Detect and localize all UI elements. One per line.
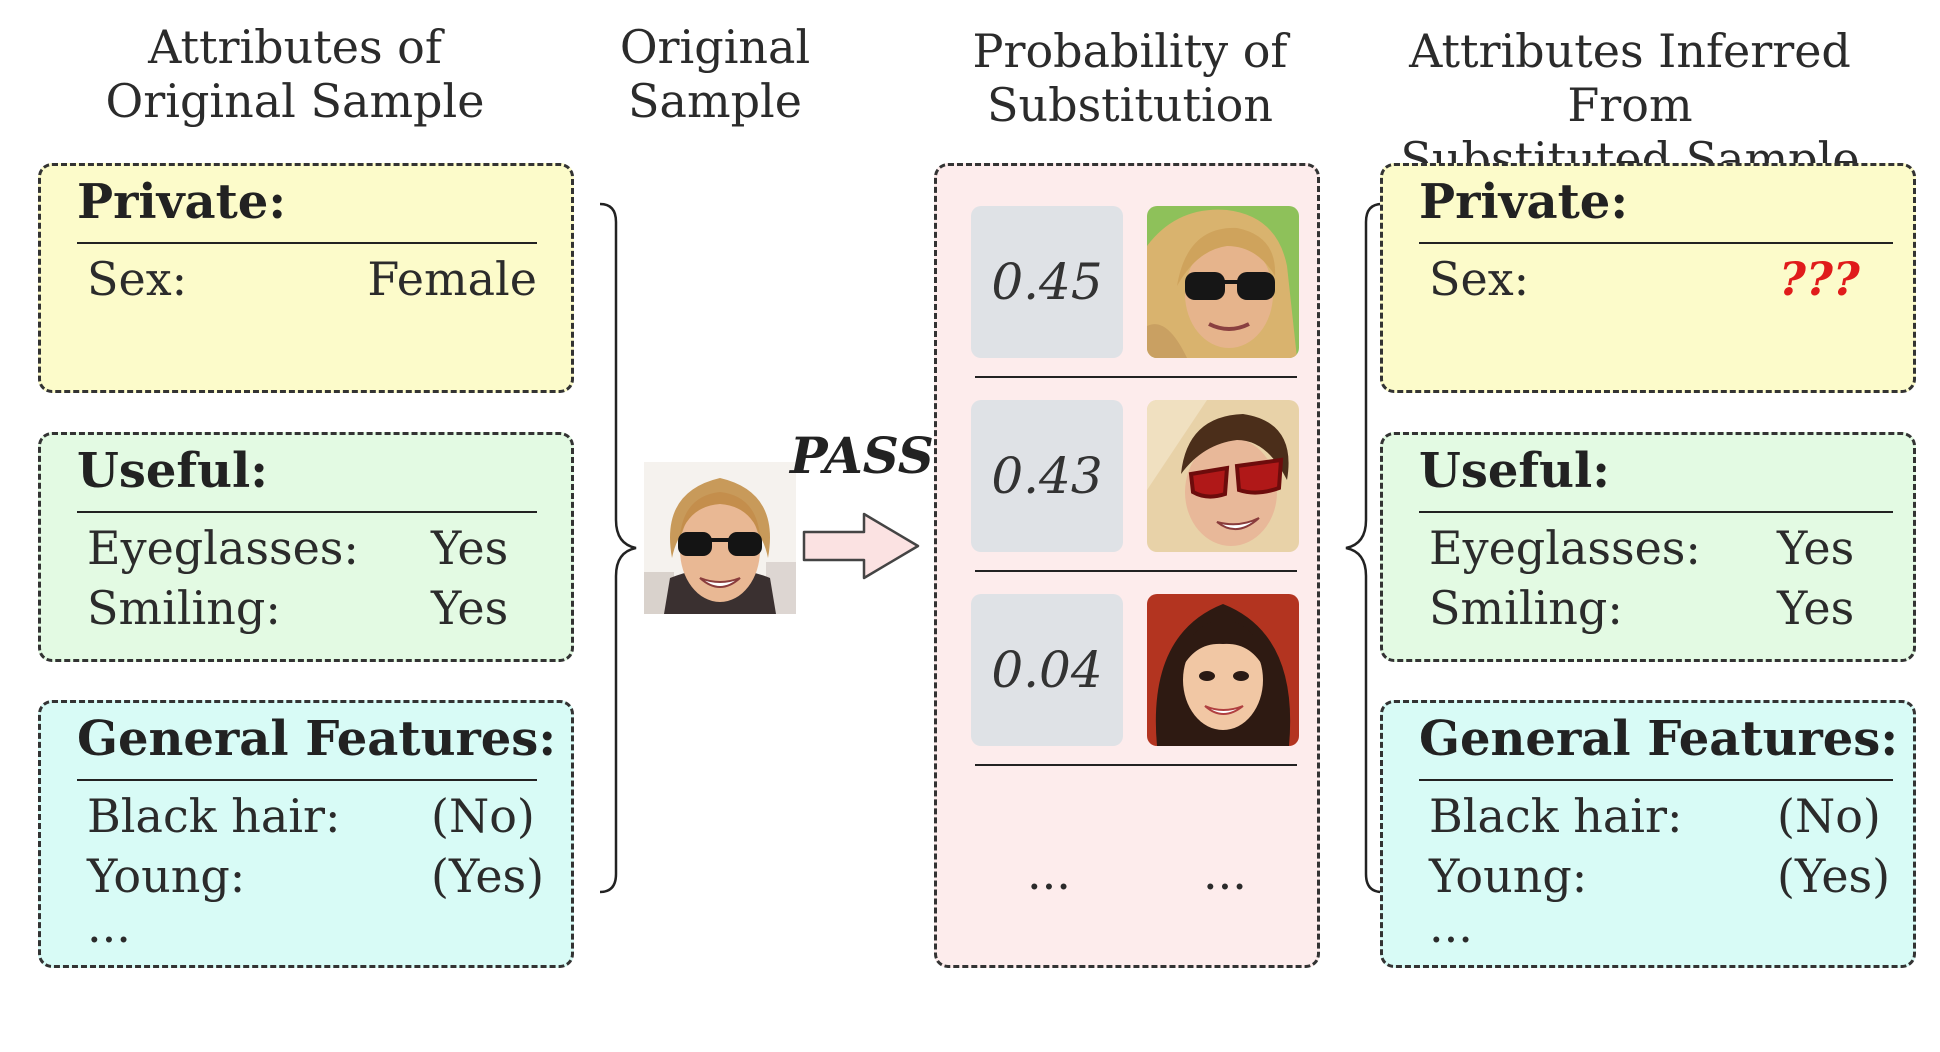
left-eyeglasses-label: Eyeglasses: [87,521,359,575]
left-useful-box: Useful: Eyeglasses: Yes Smiling: Yes [38,432,574,662]
divider [77,242,537,244]
left-eyeglasses-value: Yes [431,521,509,575]
right-brace [1345,202,1383,894]
right-black-hair-value: (No) [1777,789,1881,843]
right-useful-box: Useful: Eyeglasses: Yes Smiling: Yes [1380,432,1916,662]
substitute-face-image-1 [1147,206,1299,358]
right-useful-title: Useful: [1419,443,1610,499]
right-young-value: (Yes) [1777,849,1891,903]
left-useful-title: Useful: [77,443,268,499]
left-private-title: Private: [77,174,287,230]
divider [77,511,537,513]
header-original-sample: Original Sample [619,20,811,128]
right-black-hair-label: Black hair: [1429,789,1683,843]
left-black-hair-value: (No) [431,789,535,843]
left-general-box: General Features: Black hair: (No) Young… [38,700,574,968]
right-sex-value: ??? [1779,252,1860,306]
left-general-title: General Features: [77,711,557,767]
image-more: ... [1203,846,1247,900]
left-young-label: Young: [87,849,246,903]
right-general-box: General Features: Black hair: (No) Young… [1380,700,1916,968]
right-young-label: Young: [1429,849,1588,903]
separator [975,376,1297,378]
original-sample-image [644,462,796,614]
header-original-attributes: Attributes of Original Sample [105,20,485,128]
right-eyeglasses-label: Eyeglasses: [1429,521,1701,575]
right-sex-label: Sex: [1429,252,1530,306]
left-smiling-label: Smiling: [87,581,281,635]
probability-cell: 0.04 [971,594,1123,746]
separator [975,764,1297,766]
right-eyeglasses-value: Yes [1777,521,1855,575]
left-general-more: ... [87,899,131,953]
probability-more: ... [1027,846,1071,900]
left-private-box: Private: Sex: Female [38,163,574,393]
left-sex-label: Sex: [87,252,188,306]
substitute-face-image-2 [1147,400,1299,552]
separator [975,570,1297,572]
left-smiling-value: Yes [431,581,509,635]
divider [1419,242,1893,244]
substitution-panel: 0.45 0.43 0.04 [934,163,1320,968]
substitute-face-image-3 [1147,594,1299,746]
left-black-hair-label: Black hair: [87,789,341,843]
right-general-title: General Features: [1419,711,1899,767]
right-smiling-value: Yes [1777,581,1855,635]
divider [77,779,537,781]
right-smiling-label: Smiling: [1429,581,1623,635]
right-arrow-icon [802,512,920,580]
divider [1419,511,1893,513]
probability-cell: 0.43 [971,400,1123,552]
left-young-value: (Yes) [431,849,545,903]
right-private-box: Private: Sex: ??? [1380,163,1916,393]
right-private-title: Private: [1419,174,1629,230]
pass-label: PASS [790,426,934,485]
left-sex-value: Female [367,252,537,306]
left-brace [599,202,637,894]
divider [1419,779,1893,781]
right-general-more: ... [1429,899,1473,953]
header-inferred-attributes: Attributes Inferred From Substituted Sam… [1400,24,1860,186]
header-probability: Probability of Substitution [972,24,1288,132]
probability-cell: 0.45 [971,206,1123,358]
